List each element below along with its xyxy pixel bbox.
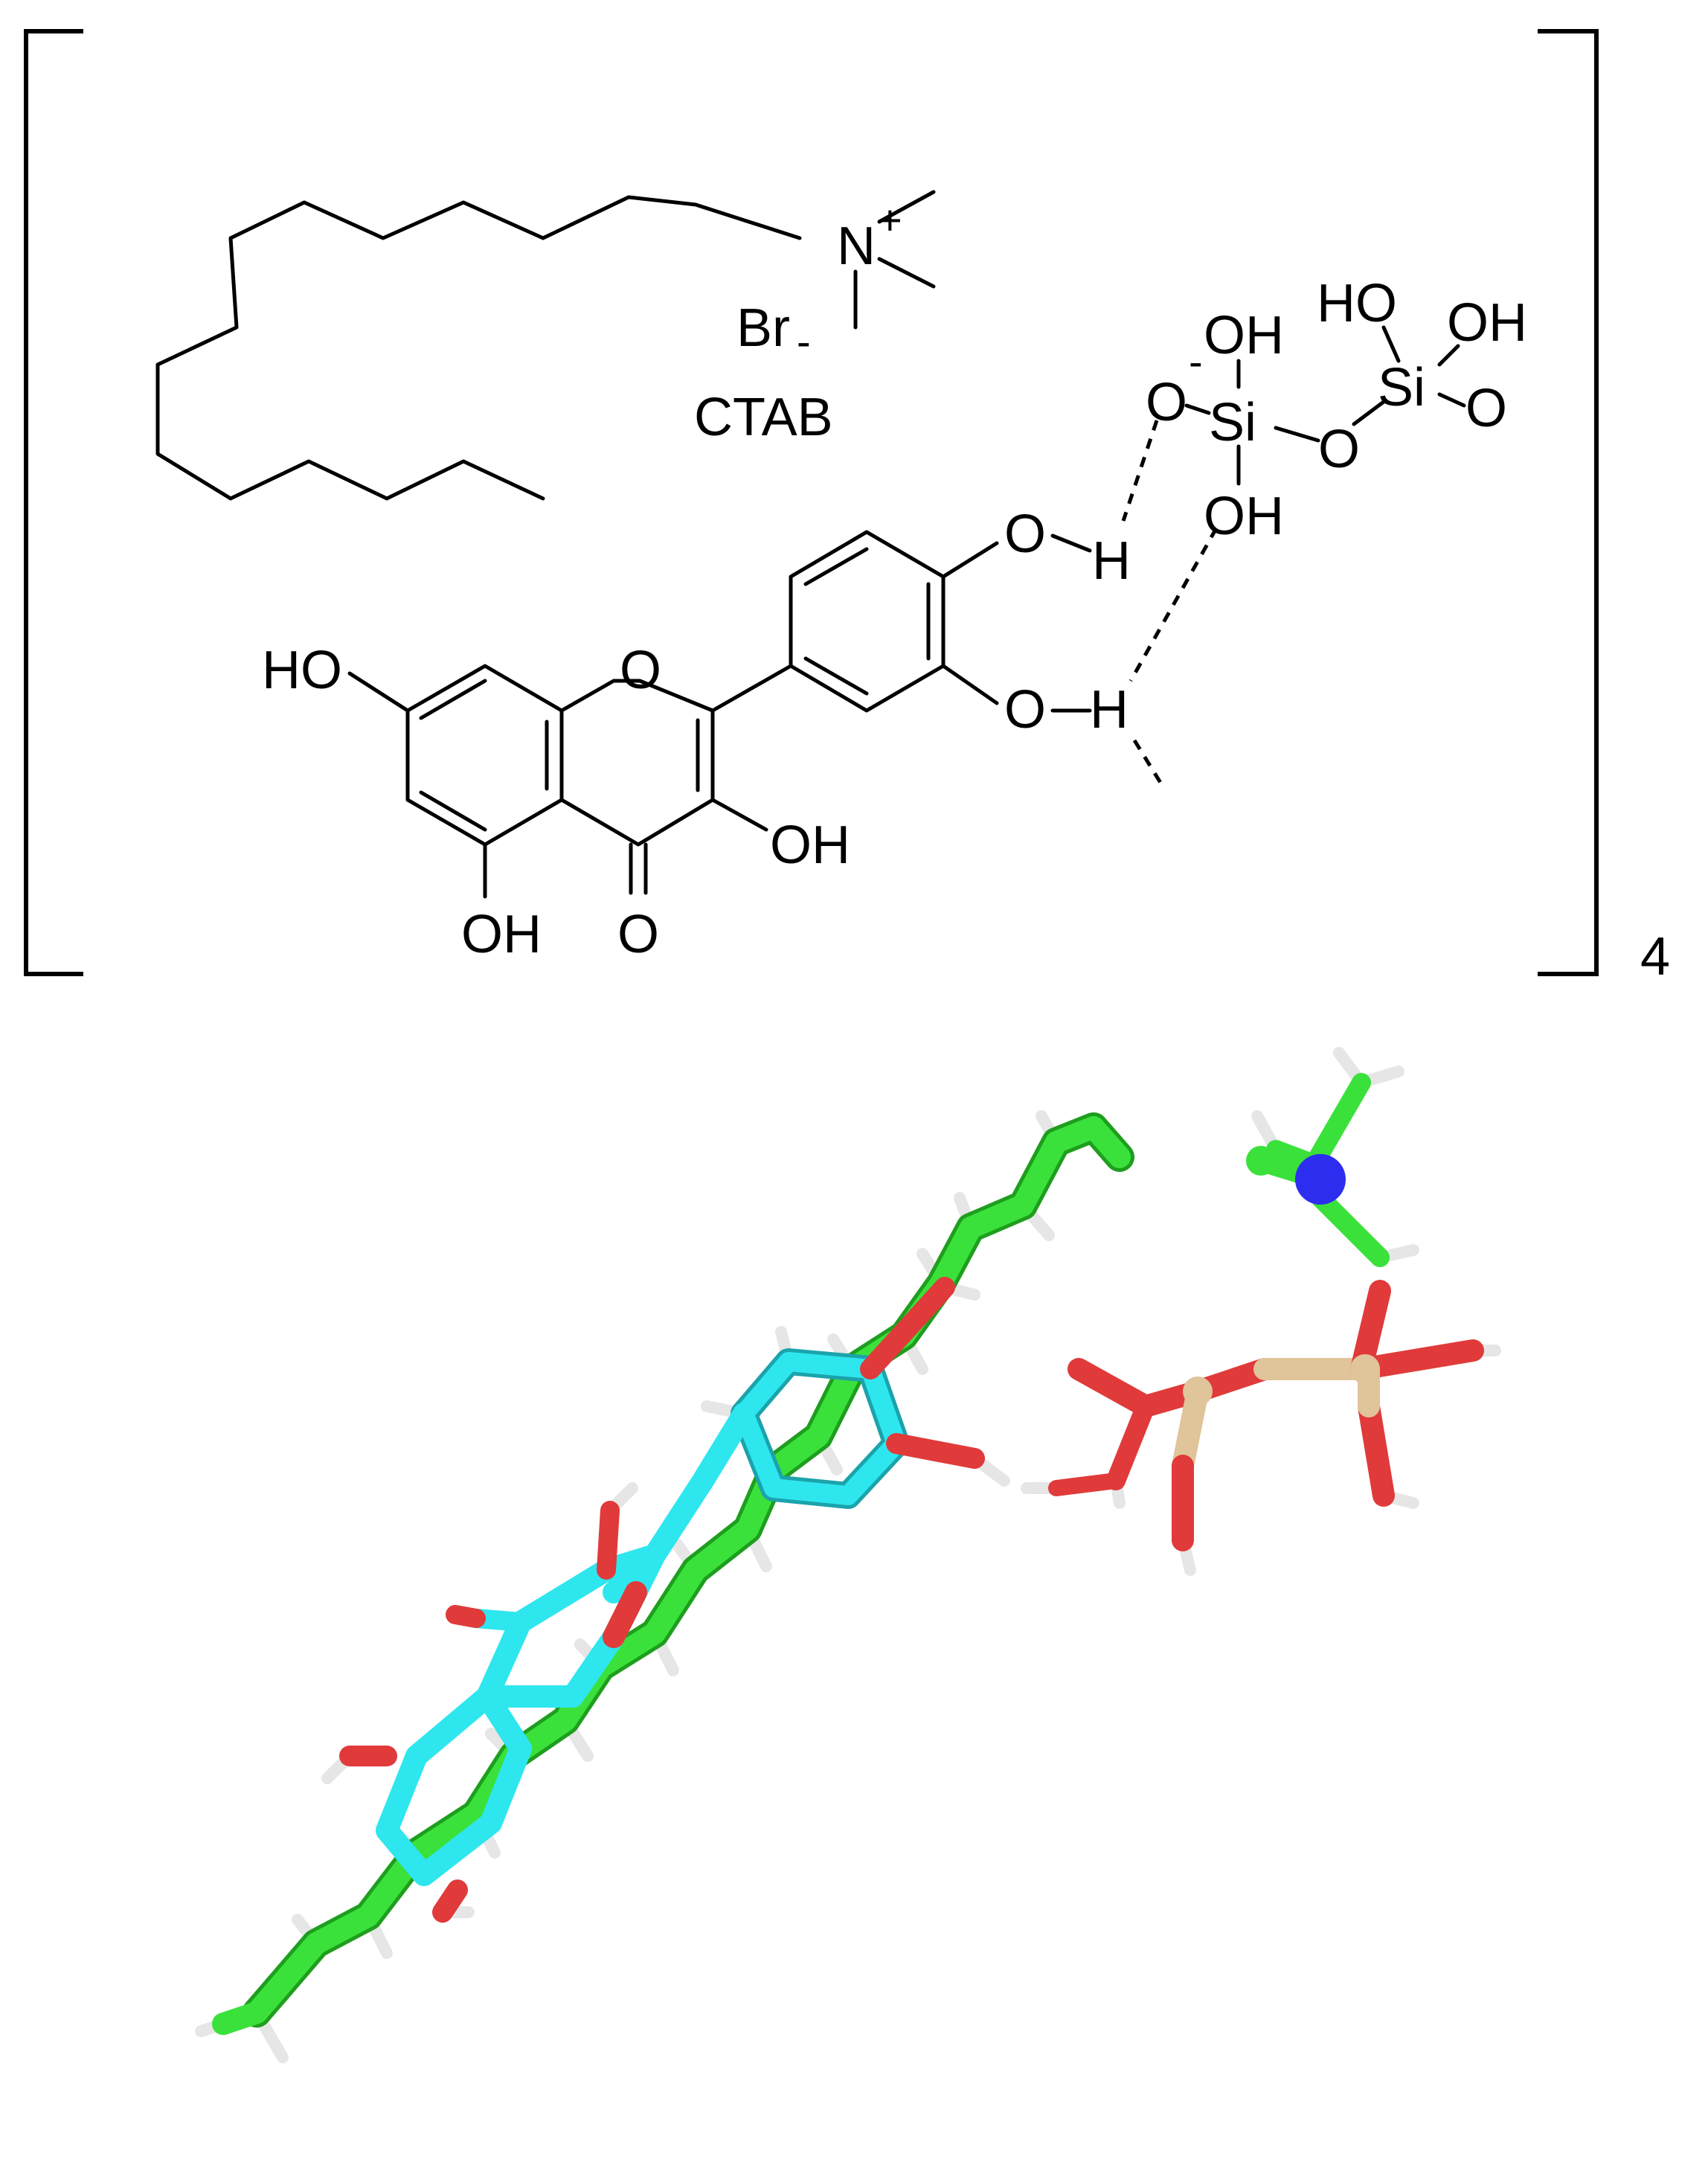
hydrogen-atoms	[195, 1047, 1501, 2063]
hbond-2	[1128, 527, 1219, 682]
si-bond-11	[1048, 1473, 1124, 1496]
quercetin-model	[339, 1277, 985, 1923]
si1-oh-bottom: OH	[1204, 487, 1284, 546]
ctab-nitrogen-atom	[1295, 1154, 1346, 1205]
label-carbonyl-o: O	[617, 905, 659, 964]
ring-a-double-2	[419, 679, 487, 720]
si1-oh-top: OH	[1204, 306, 1284, 365]
si-bond-8	[1358, 1395, 1395, 1507]
silicate-model	[1048, 1280, 1484, 1551]
stick-model-3d	[195, 1047, 1501, 2063]
quercetin-ring-b	[789, 530, 946, 713]
ctab-name: CTAB	[694, 388, 833, 447]
label-o-4prime: O	[1004, 504, 1046, 564]
si1-label: Si	[1209, 393, 1256, 452]
label-ring-o: O	[620, 641, 661, 700]
ctab-alkyl-chain	[155, 200, 545, 501]
bridge-o: O	[1318, 420, 1360, 479]
ctab-chain	[245, 1116, 1131, 2024]
bond-c2-ring-b	[710, 664, 793, 713]
bond-o4p-h	[1050, 533, 1092, 553]
quercetin-ring-a	[405, 664, 564, 847]
ctab-carbon-ball	[1246, 1146, 1276, 1176]
bond-c3-oh	[710, 798, 768, 832]
ctab-chain-to-n	[541, 195, 802, 240]
quercetin-ring-c	[559, 679, 715, 847]
bond-c4p-o	[941, 541, 999, 579]
hbond-1	[1121, 420, 1159, 522]
bond-c3p-o	[941, 664, 999, 705]
n-methyl-1	[877, 190, 936, 224]
bond-o-si1	[1184, 403, 1211, 415]
ring-a-model	[376, 1685, 532, 1886]
c4-carbonyl-o	[446, 1605, 486, 1628]
bromide-charge: -	[797, 318, 811, 365]
silicate-minus-charge: -	[1189, 338, 1203, 385]
si2-oh: OH	[1447, 293, 1527, 353]
ring-o-bond	[603, 1581, 647, 1648]
c5-oh	[432, 1880, 468, 1923]
si-bond-7	[1350, 1339, 1484, 1380]
ring-b-double-3	[803, 656, 869, 696]
bond-si1-bridge	[1274, 426, 1320, 443]
ctab-nitrogen: N	[837, 217, 876, 276]
n-methyl-b	[1309, 1073, 1371, 1167]
ring-a-double-3	[419, 790, 487, 832]
si2-label: Si	[1378, 358, 1425, 417]
label-h-3prime: H	[1090, 680, 1128, 740]
label-ho-7: HO	[262, 641, 342, 700]
multiplier: 4	[1640, 927, 1670, 987]
structure-2d: 4 N + Br - CTAB	[24, 29, 1670, 987]
bond-c7-oh	[347, 671, 410, 713]
label-o-3prime: O	[1004, 680, 1046, 740]
label-oh-5: OH	[461, 905, 542, 964]
n-methyl-c	[1311, 1188, 1390, 1267]
si-bond-10	[1106, 1397, 1155, 1490]
silicon-atom-1	[1183, 1377, 1213, 1406]
ctab-model	[212, 1073, 1390, 2035]
right-bracket	[1538, 29, 1599, 976]
n-methyl-2	[877, 257, 936, 289]
n-methyl-a	[1266, 1140, 1315, 1170]
si2-o: O	[1465, 379, 1507, 438]
bond-si2-oh	[1437, 344, 1460, 367]
ctab-tail	[212, 2002, 268, 2035]
label-oh-3: OH	[770, 815, 850, 875]
si2-ho: HO	[1317, 274, 1397, 333]
o-3prime-model	[886, 1433, 985, 1469]
bond-si2-ho	[1381, 325, 1401, 363]
c3-oh	[597, 1501, 620, 1580]
bromide-label: Br	[736, 298, 790, 358]
hbond-3	[1132, 739, 1166, 790]
label-h-4prime: H	[1092, 531, 1131, 591]
silicon-atom-2	[1350, 1354, 1380, 1384]
n-plus-charge: +	[878, 196, 902, 243]
left-bracket	[24, 29, 83, 976]
ring-b-double-1	[803, 547, 869, 586]
bond-si2-o	[1437, 392, 1466, 408]
bond-bridge-si2	[1352, 400, 1386, 426]
silicate-o-minus: O	[1146, 373, 1187, 432]
o-4prime-model	[860, 1277, 955, 1379]
